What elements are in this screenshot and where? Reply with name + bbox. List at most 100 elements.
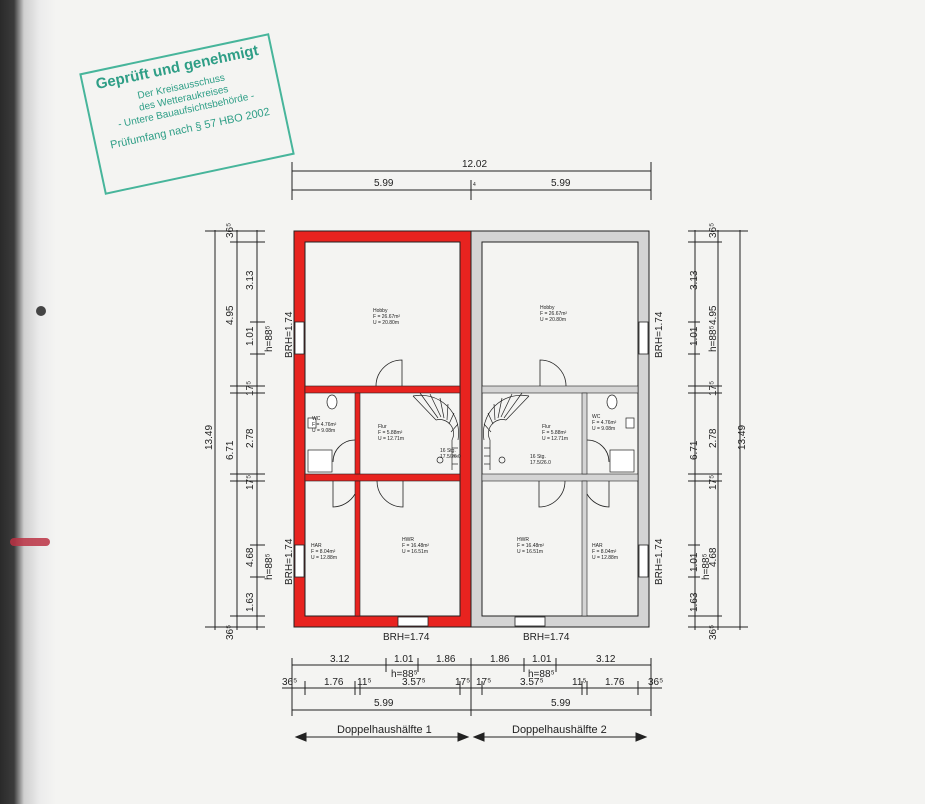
svg-text:U = 16.51m: U = 16.51m (517, 549, 543, 555)
half-arrows (294, 732, 648, 742)
svg-text:6.71: 6.71 (689, 440, 700, 460)
bottom-dimension-lines (282, 658, 662, 716)
svg-text:16 Stg.: 16 Stg. (530, 454, 546, 460)
brh-left-upper: BRH=1.74 (284, 311, 295, 358)
dim-half-right: 5.99 (551, 178, 571, 189)
svg-text:Hobby: Hobby (540, 305, 555, 311)
svg-text:Hobby: Hobby (373, 308, 388, 314)
doors (332, 359, 610, 508)
svg-text:h=88⁵: h=88⁵ (708, 325, 719, 352)
stair-label-left: 16 Stg. 17.5/26.0 (440, 448, 461, 460)
room-flur-right: Flur F = 5.88m² U = 12.71m (542, 424, 568, 442)
svg-text:11⁵: 11⁵ (572, 677, 587, 688)
dim-wall-mid: 4 (473, 182, 476, 188)
svg-text:1.63: 1.63 (245, 592, 256, 612)
bottom-h-right: h=88⁵ (528, 669, 555, 680)
svg-text:2.78: 2.78 (708, 428, 719, 448)
sanitary-fixtures (307, 394, 635, 473)
svg-text:1.76: 1.76 (605, 677, 625, 688)
binder-edge (0, 0, 56, 804)
svg-text:1.86: 1.86 (490, 654, 510, 665)
svg-text:1.01: 1.01 (245, 326, 256, 346)
windows (294, 321, 649, 627)
right-vertical-dimensions: 36⁵ 3.13 4.95 1.01 h=88⁵ 17⁵ 2.78 6.71 1… (689, 223, 719, 640)
label-bg-right (504, 722, 620, 736)
svg-text:Flur: Flur (378, 424, 387, 430)
svg-text:F = 16.48m²: F = 16.48m² (517, 543, 544, 549)
svg-text:4.95: 4.95 (225, 305, 236, 325)
svg-text:1.01: 1.01 (394, 654, 414, 665)
svg-text:HWR: HWR (402, 537, 414, 543)
svg-text:3.12: 3.12 (330, 654, 350, 665)
stair-left (412, 392, 459, 470)
svg-text:U = 12.71m: U = 12.71m (542, 436, 568, 442)
svg-text:36⁵: 36⁵ (708, 223, 719, 238)
svg-text:HAR: HAR (592, 543, 603, 549)
stair-right (483, 392, 530, 470)
svg-text:3.13: 3.13 (245, 270, 256, 290)
svg-text:Flur: Flur (542, 424, 551, 430)
room-hobby-right: Hobby F = 26.67m² U = 20.80m (540, 305, 567, 323)
svg-text:4.68: 4.68 (245, 547, 256, 567)
svg-text:36⁵: 36⁵ (225, 223, 236, 238)
svg-text:U = 20.80m: U = 20.80m (540, 317, 566, 323)
label-doppelhaushaelfte-1: Doppelhaushälfte 1 (337, 724, 432, 736)
svg-text:U = 16.51m: U = 16.51m (402, 549, 428, 555)
right-interior-walls (481, 385, 639, 617)
svg-text:3.57⁵: 3.57⁵ (520, 677, 544, 688)
top-dimension-lines (291, 162, 652, 200)
svg-text:3.12: 3.12 (596, 654, 616, 665)
room-wc-right: WC F = 4.76m² U = 9.08m (592, 414, 617, 432)
label-bg-left (332, 722, 444, 736)
brh-right-lower: BRH=1.74 (654, 538, 665, 585)
svg-text:U = 12.88m: U = 12.88m (592, 555, 618, 561)
label-doppelhaushaelfte-2: Doppelhaushälfte 2 (512, 724, 607, 736)
dim-half-left: 5.99 (374, 178, 394, 189)
svg-text:F = 4.76m²: F = 4.76m² (592, 420, 617, 426)
room-hwr-right: HWR F = 16.48m² U = 16.51m (517, 537, 544, 555)
svg-text:6.71: 6.71 (225, 440, 236, 460)
left-vertical-dimension-lines (205, 230, 265, 630)
svg-text:HAR: HAR (311, 543, 322, 549)
svg-text:36⁵: 36⁵ (225, 625, 236, 640)
svg-text:4.68: 4.68 (708, 547, 719, 567)
binder-ring (10, 538, 50, 546)
svg-text:1.01: 1.01 (532, 654, 552, 665)
svg-text:U = 20.80m: U = 20.80m (373, 320, 399, 326)
svg-text:17⁵: 17⁵ (455, 677, 470, 688)
bottom-dimensions-row2: 36⁵ 1.76 11⁵ 3.57⁵ 17⁵ 17⁵ 3.57⁵ 11⁵ 1.7… (282, 677, 663, 688)
brh-right-upper: BRH=1.74 (654, 311, 665, 358)
svg-text:17.5/26.0: 17.5/26.0 (530, 460, 551, 466)
svg-text:17⁵: 17⁵ (245, 475, 256, 490)
svg-text:HWR: HWR (517, 537, 529, 543)
bottom-total-left: 5.99 (374, 698, 394, 709)
brh-left-lower: BRH=1.74 (284, 538, 295, 585)
svg-text:11⁵: 11⁵ (357, 677, 372, 688)
svg-text:17⁵: 17⁵ (476, 677, 491, 688)
room-wc-left: WC F = 4.76m² U = 9.08m (312, 416, 337, 434)
left-interior-walls (304, 385, 461, 617)
bottom-dimensions-row1: 3.12 1.01 1.86 1.86 1.01 3.12 (330, 654, 616, 665)
dim-total-height-left: 13.49 (204, 425, 215, 450)
svg-text:1.76: 1.76 (324, 677, 344, 688)
svg-text:h=88⁵: h=88⁵ (264, 553, 275, 580)
binder-hole (36, 306, 46, 316)
svg-text:WC: WC (592, 414, 601, 420)
svg-text:F = 5.88m²: F = 5.88m² (378, 430, 403, 436)
room-har-left: HAR F = 8.04m² U = 12.88m (311, 543, 337, 561)
svg-text:F = 8.04m²: F = 8.04m² (311, 549, 336, 555)
brh-bottom-right: BRH=1.74 (523, 632, 570, 643)
svg-text:17⁵: 17⁵ (708, 381, 719, 396)
svg-text:U = 12.71m: U = 12.71m (378, 436, 404, 442)
svg-text:h=88⁵: h=88⁵ (264, 325, 275, 352)
svg-text:F = 16.48m²: F = 16.48m² (402, 543, 429, 549)
svg-text:1.63: 1.63 (689, 592, 700, 612)
svg-text:36⁵: 36⁵ (648, 677, 663, 688)
svg-text:F = 26.67m²: F = 26.67m² (540, 311, 567, 317)
bottom-h-left: h=88⁵ (391, 669, 418, 680)
right-vertical-dimension-lines (688, 230, 748, 630)
svg-text:U = 9.08m: U = 9.08m (312, 428, 335, 434)
svg-text:3.57⁵: 3.57⁵ (402, 677, 426, 688)
svg-text:U = 12.88m: U = 12.88m (311, 555, 337, 561)
